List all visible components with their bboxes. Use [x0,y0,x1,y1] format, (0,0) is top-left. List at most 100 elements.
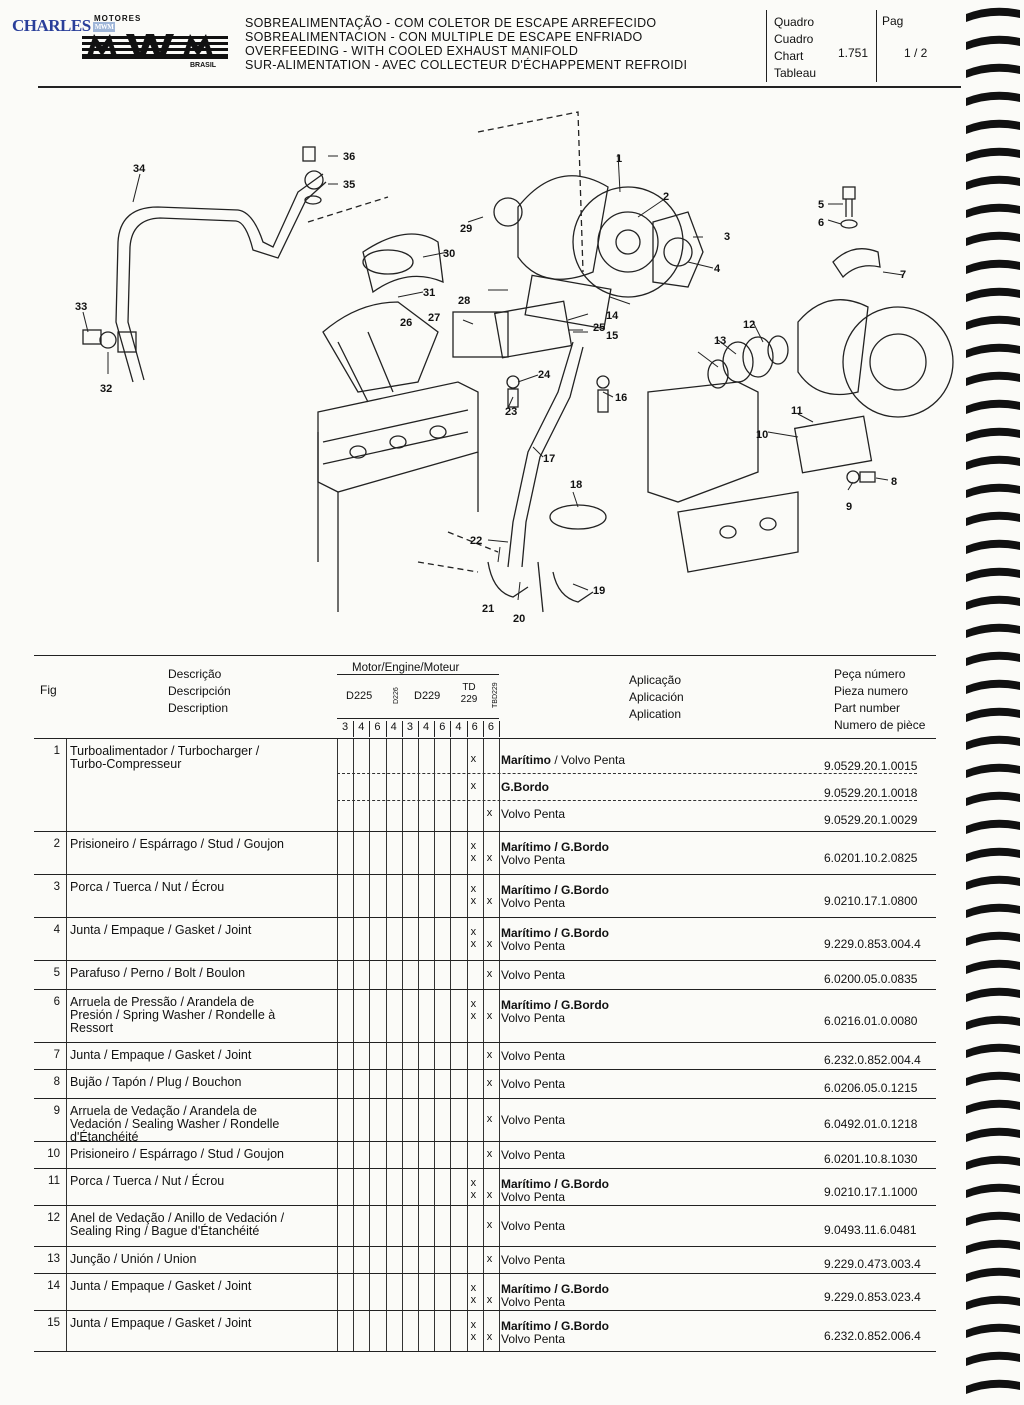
fig-number: 3 [53,881,60,893]
header-tbd229: TBD229 [492,682,499,708]
application-secondary: Volvo Penta [501,1332,566,1346]
fig-number: 1 [53,745,60,757]
row-description: Junção / Unión / Union [70,1252,197,1266]
application-secondary: Volvo Penta [501,1148,566,1162]
header-d225: D225 [346,690,373,702]
engine-mark: x [486,1189,493,1201]
table-header: Fig Descrição Descripción Description Mo… [34,655,936,739]
row-description: Junta / Empaque / Gasket / Joint [70,923,252,937]
header-d226: D226 [393,687,400,704]
fig-number: 7 [53,1049,60,1061]
application-primary: Marítimo / G.Bordo [501,1282,609,1296]
engine-mark: x [470,1282,477,1294]
callout-9: 9 [846,501,852,513]
callout-31: 31 [423,287,435,299]
engine-mark: x [486,938,493,950]
part-number: 9.229.0.853.023.4 [824,1290,921,1304]
header-part-number: Peça número Pieza numero Part number Num… [834,667,926,732]
row-description: Anel de Vedação / Anillo de Vedación /Se… [70,1211,285,1238]
application-secondary: Volvo Penta [501,1253,566,1267]
application-secondary: Volvo Penta [501,1077,566,1091]
engine-mark: x [486,1331,493,1343]
page-label: Pag [882,14,904,28]
engine-mark: x [470,1294,477,1306]
callout-25: 25 [593,322,605,334]
engine-mark: x [470,883,477,895]
row-description: Junta / Empaque / Gasket / Joint [70,1316,252,1330]
part-number: 6.232.0.852.006.4 [824,1329,921,1343]
application-secondary: Volvo Penta [501,1113,566,1127]
callout-22: 22 [470,535,482,547]
engine-mark: x [486,1113,493,1125]
header-fig: Fig [40,683,57,697]
row-description: Prisioneiro / Espárrago / Stud / Goujon [70,1147,285,1161]
cylinder-cell: 6 [483,721,500,737]
row-description: Parafuso / Perno / Bolt / Boulon [70,966,246,980]
engine-mark: x [486,852,493,864]
application-secondary: Volvo Penta [501,968,566,982]
cylinder-cell: 6 [467,721,484,737]
fig-number: 10 [47,1148,60,1160]
engine-mark: x [470,1177,477,1189]
fig-number: 6 [53,996,60,1008]
callout-10: 10 [756,429,768,441]
row-description: Porca / Tuerca / Nut / Écrou [70,1174,225,1188]
callout-7: 7 [900,269,906,281]
title-en: OVERFEEDING - WITH COOLED EXHAUST MANIFO… [245,44,579,58]
application-secondary: Volvo Penta [501,939,566,953]
callout-13: 13 [714,335,726,347]
application-primary: Marítimo / G.Bordo [501,1319,609,1333]
callout-14: 14 [606,310,619,322]
header-td229: TD 229 [460,682,478,705]
engine-mark: x [486,1148,493,1160]
application-secondary: Volvo Penta [501,896,566,910]
engine-mark: x [470,1189,477,1201]
exploded-parts-diagram: 1 2 3 4 5 6 7 8 9 10 11 12 13 14 15 16 1… [75,111,954,625]
fig-number: 11 [48,1175,60,1187]
part-number: 9.229.0.853.004.4 [824,937,921,951]
header-d229: D229 [414,690,441,702]
application-secondary: Volvo Penta [501,1295,566,1309]
maker-top-text: MOTORES [94,14,142,23]
mwm-logo [82,34,228,59]
part-number: 6.0201.10.2.0825 [824,851,918,865]
callout-30: 30 [443,248,455,260]
fig-number: 2 [53,838,60,850]
cylinder-cell: 3 [402,721,419,737]
application-secondary: Volvo Penta [501,853,566,867]
callout-32: 32 [100,383,112,395]
callout-28: 28 [458,295,470,307]
engine-mark: x [470,1331,477,1343]
callout-20: 20 [513,613,525,625]
callout-16: 16 [615,392,627,404]
engine-mark: x [486,1219,493,1231]
parts-table: Fig Descrição Descripción Description Mo… [34,655,936,1352]
callout-24: 24 [538,369,551,381]
row-description: Junta / Empaque / Gasket / Joint [70,1279,252,1293]
callout-6: 6 [818,217,824,229]
part-number: 9.229.0.473.003.4 [824,1257,921,1271]
callout-15: 15 [606,330,618,342]
application-primary: Marítimo / G.Bordo [501,998,609,1012]
application-primary: Marítimo / G.Bordo [501,883,609,897]
callout-33: 33 [75,301,87,313]
callout-5: 5 [818,199,824,211]
engine-mark: x [486,807,493,819]
part-number: 6.232.0.852.004.4 [824,1053,921,1067]
engine-mark: x [470,753,477,765]
application-primary: Marítimo / G.Bordo [501,926,609,940]
engine-mark: x [470,852,477,864]
callout-11: 11 [791,405,803,417]
fig-number: 8 [53,1076,60,1088]
engine-mark: x [486,1010,493,1022]
part-number: 6.0492.01.0.1218 [824,1117,918,1131]
page-number: 1 / 2 [904,46,928,60]
